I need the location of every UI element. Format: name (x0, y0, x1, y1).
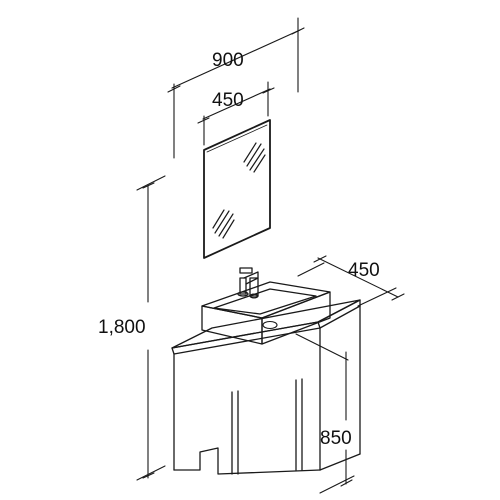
label-mirror-width: 450 (212, 90, 244, 111)
vessel-basin[interactable] (201, 281, 331, 345)
vanity-cabinet (171, 299, 361, 475)
dimension-850-lines (295, 333, 355, 494)
label-counter-height: 850 (320, 428, 352, 449)
dimension-450-depth-lines (297, 255, 405, 307)
dimension-1800-lines (136, 175, 166, 481)
dimension-900-lines (167, 17, 305, 159)
label-overall-height: 1,800 (98, 317, 146, 338)
label-overall-width: 900 (212, 50, 244, 71)
label-depth: 450 (348, 260, 380, 281)
faucet-icon[interactable] (237, 267, 259, 299)
dimension-450-mirror-lines (197, 81, 275, 146)
basin-drain-icon (262, 320, 278, 330)
mirror-reflection-hatch (212, 142, 266, 239)
mirror (203, 119, 271, 259)
